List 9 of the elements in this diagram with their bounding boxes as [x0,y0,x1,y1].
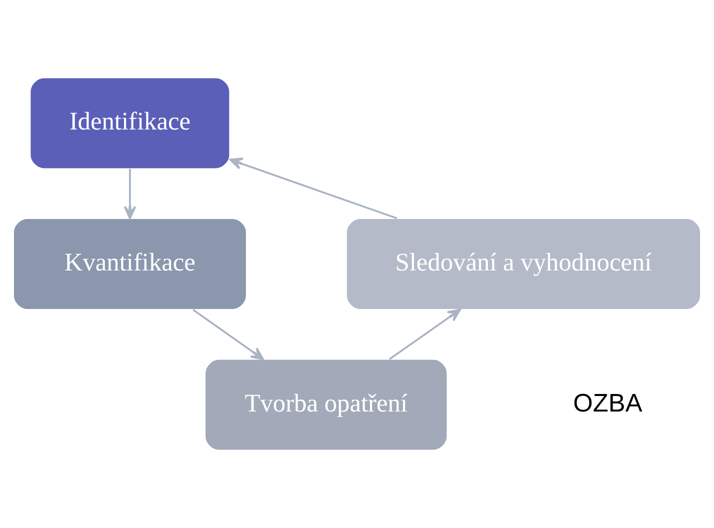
node-box: Identifikace [30,77,230,170]
node-box: Sledování a vyhodnocení [346,218,702,310]
label: OZBA [573,389,642,418]
arrow [389,308,461,360]
node-box: Kvantifikace [12,218,248,310]
arrow [124,168,136,220]
arrow [229,158,398,220]
arrow [192,308,264,360]
node-box: Tvorba opatření [204,358,448,451]
